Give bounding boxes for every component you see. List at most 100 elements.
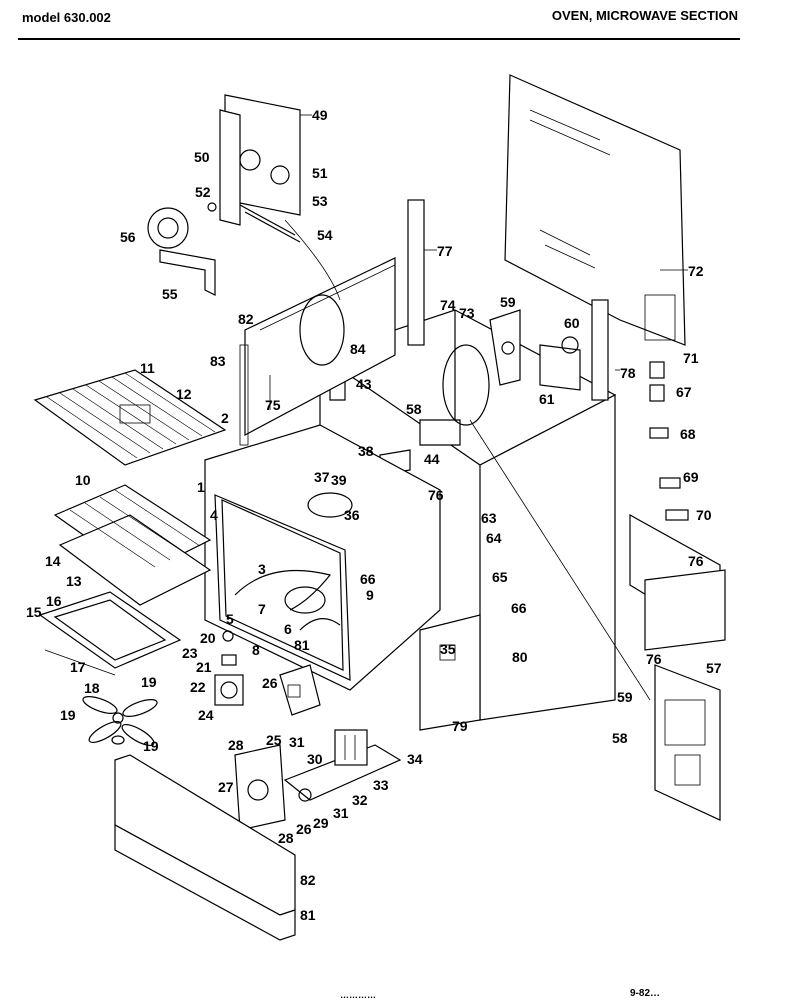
callout-31: 30: [307, 751, 323, 767]
callout-80: 78: [620, 365, 636, 381]
callout-69: 68: [680, 426, 696, 442]
callout-8: 8: [252, 642, 260, 658]
switch-parts: [649, 361, 689, 521]
callout-87: 81: [294, 637, 310, 653]
callout-56: 57: [706, 660, 722, 676]
callout-14: 14: [45, 553, 61, 569]
callout-11: 11: [140, 360, 155, 376]
callout-33: 29: [313, 815, 329, 831]
callout-58: 59: [617, 689, 633, 705]
callout-79: 77: [437, 243, 453, 259]
callout-46: 38: [358, 443, 374, 459]
callout-6: 6: [284, 621, 292, 637]
callout-86: 83: [210, 353, 226, 369]
callout-64: 64: [486, 530, 502, 546]
callout-78: 76: [646, 651, 662, 667]
callout-47-lower: 44: [424, 451, 440, 467]
callout-21: 20: [200, 630, 216, 646]
callout-2: 2: [221, 410, 229, 426]
callout-83: 81: [300, 907, 316, 923]
callout-25: 24: [198, 707, 214, 723]
side-panel: [239, 257, 396, 446]
callout-12: 12: [176, 386, 192, 402]
callout-45: 39: [331, 472, 347, 488]
callout-13: 13: [66, 573, 82, 589]
callout-34: 28: [278, 830, 294, 846]
callout-75: 74: [440, 297, 456, 313]
grease-filter: [38, 591, 182, 676]
callout-1: 1: [197, 479, 205, 495]
callout-65: 65: [492, 569, 508, 585]
callout-84: 82: [300, 872, 316, 888]
model-number: model 630.002: [22, 10, 111, 25]
callout-62: 61: [539, 391, 555, 407]
rear-panel: [504, 74, 686, 346]
callout-39: 35: [440, 641, 456, 657]
callout-9: 9: [366, 587, 374, 603]
header-rule: [18, 38, 740, 40]
callout-47-upper: 43: [356, 376, 372, 392]
callout-77: 76: [688, 553, 704, 569]
broil-rack: [53, 484, 212, 606]
callout-36: 32: [352, 792, 368, 808]
callout-26: 25: [266, 732, 282, 748]
fan-blade: [82, 696, 158, 746]
magnetron-assembly: [234, 729, 402, 831]
callout-3: 3: [258, 561, 266, 577]
detail-circles: [284, 219, 651, 701]
callout-43: 36: [344, 507, 360, 523]
callout-16: 16: [46, 593, 62, 609]
callout-29: 28: [228, 737, 244, 753]
callout-35: 31: [333, 805, 349, 821]
callout-67: 66: [360, 571, 376, 587]
capacitor: [279, 664, 321, 716]
callout-66: 66: [511, 600, 527, 616]
callout-37: 33: [373, 777, 389, 793]
callout-74: 73: [459, 305, 475, 321]
callout-68: 67: [676, 384, 692, 400]
callout-60: 59: [500, 294, 516, 310]
callout-32: 31: [289, 734, 305, 750]
callout-63: 63: [481, 510, 497, 526]
callout-72: 71: [683, 350, 699, 366]
callout-57: 58: [612, 730, 628, 746]
callout-7: 7: [258, 601, 266, 617]
oven-door: [114, 754, 296, 941]
callout-54: 55: [162, 286, 178, 302]
callout-61: 60: [564, 315, 580, 331]
callout-44: 37: [314, 469, 330, 485]
control-bracket: [219, 94, 301, 243]
motor-bracket: [147, 202, 217, 296]
callout-52: 53: [312, 193, 328, 209]
callout-4: 4: [210, 507, 218, 523]
leader-lines: [300, 114, 688, 371]
callout-18: 18: [84, 680, 100, 696]
callout-28: 27: [218, 779, 234, 795]
callout-59: 58: [406, 401, 422, 417]
top-rack: [33, 369, 227, 466]
callout-50: 51: [312, 165, 328, 181]
callout-labels: 49 50 51 52 53 54 56 55 77 72 59 74 73 8…: [26, 107, 722, 923]
callout-81: 79: [452, 718, 468, 734]
callout-22: 21: [196, 659, 212, 675]
callout-51: 52: [195, 184, 211, 200]
callout-5: 5: [226, 611, 234, 627]
callout-15: 15: [26, 604, 42, 620]
callout-48: 49: [312, 107, 328, 123]
callout-73: 72: [688, 263, 704, 279]
callout-49: 50: [194, 149, 210, 165]
callout-85: 82: [238, 311, 254, 327]
callout-30: 26: [296, 821, 312, 837]
callout-76-upper: 75: [265, 397, 281, 413]
footer-page-code: 9-82…: [630, 988, 661, 999]
callout-76-lower: 76: [428, 487, 444, 503]
callout-17: 17: [70, 659, 86, 675]
footer-center-text: …………: [340, 990, 376, 1000]
callout-24: 23: [182, 645, 198, 661]
callout-19-upper: 19: [141, 674, 157, 690]
callout-38: 34: [407, 751, 423, 767]
callout-10: 10: [75, 472, 91, 488]
callout-70: 69: [683, 469, 699, 485]
callout-23: 22: [190, 679, 206, 695]
